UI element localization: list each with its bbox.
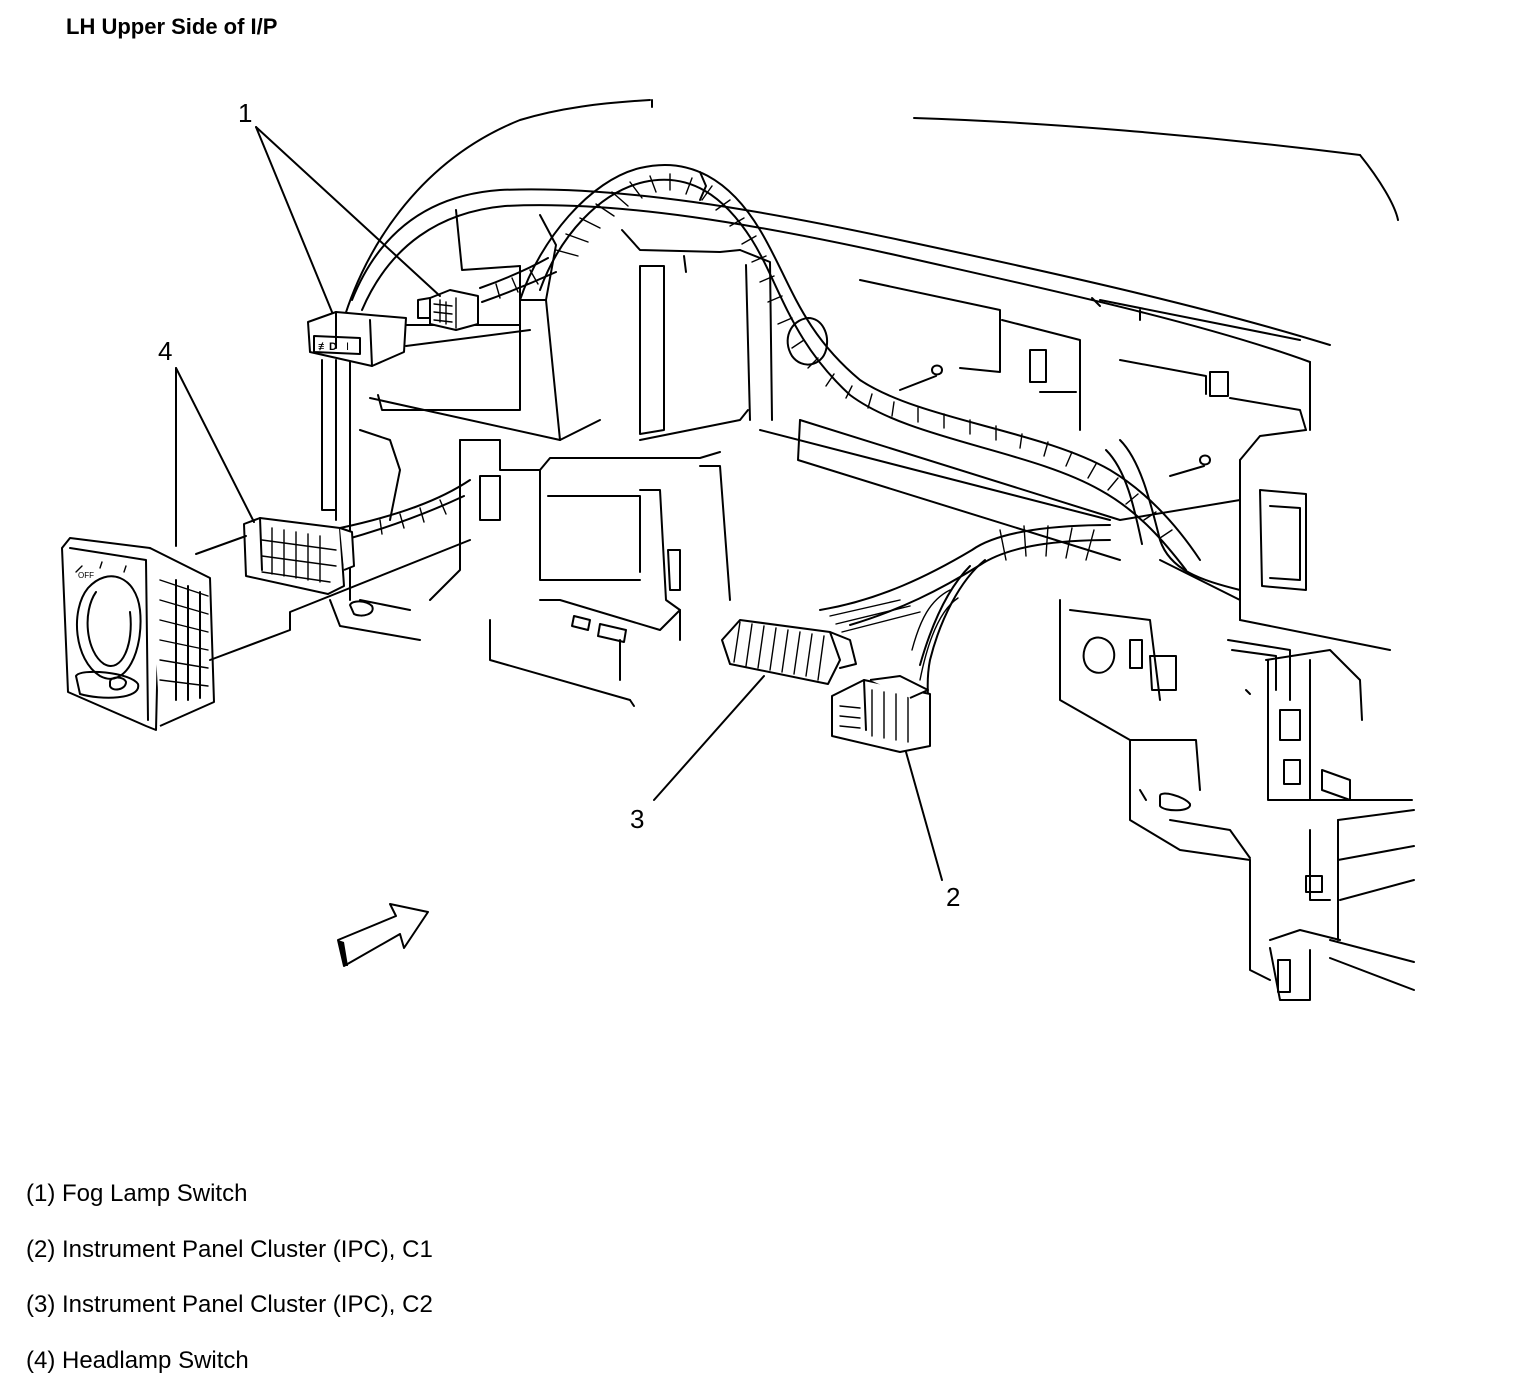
svg-text:≢D: ≢D — [318, 341, 337, 353]
legend-item-ipc-c1: (2) Instrument Panel Cluster (IPC), C1 — [26, 1232, 433, 1288]
ipc-c1-connector — [832, 676, 930, 752]
callout-1: 1 — [238, 98, 252, 128]
callout-3: 3 — [630, 804, 644, 834]
headlamp-switch: OFF — [62, 538, 214, 730]
ipc-c2-connector — [722, 620, 856, 684]
callout-4: 4 — [158, 336, 172, 366]
legend-item-ipc-c2: (3) Instrument Panel Cluster (IPC), C2 — [26, 1287, 433, 1343]
view-direction-arrow-icon — [338, 904, 428, 966]
headlamp-switch-connector — [244, 518, 354, 594]
component-legend: (1) Fog Lamp Switch (2) Instrument Panel… — [26, 1176, 433, 1398]
callout-2: 2 — [946, 882, 960, 912]
legend-item-fog-lamp-switch: (1) Fog Lamp Switch — [26, 1176, 433, 1232]
svg-text:I: I — [346, 341, 349, 353]
svg-text:OFF: OFF — [78, 571, 94, 580]
fog-lamp-switch: ≢D I — [308, 312, 406, 366]
instrument-panel-carrier — [322, 100, 1414, 1000]
legend-item-headlamp-switch: (4) Headlamp Switch — [26, 1343, 433, 1398]
